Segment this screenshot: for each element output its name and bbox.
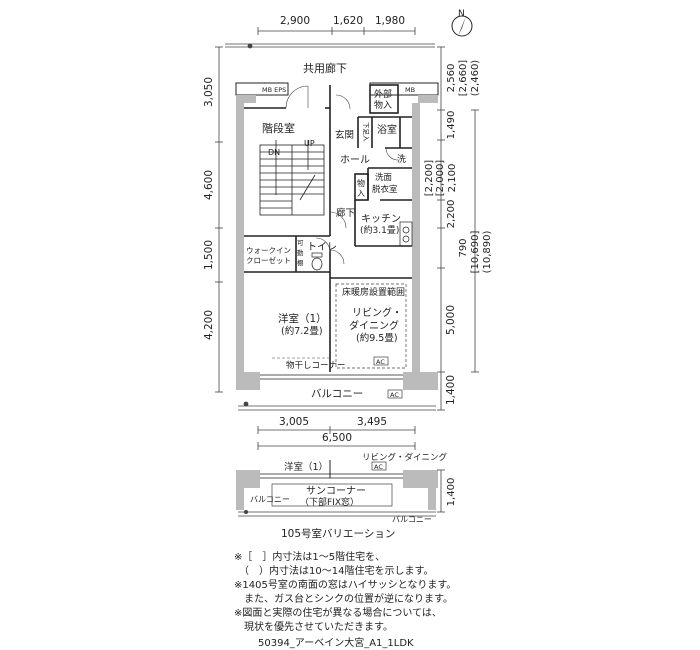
variation-ac-badge: AC (371, 461, 387, 471)
variation-living: リビング・ダイニング (362, 452, 448, 463)
top-dim-2: 1,620 (333, 15, 363, 27)
left-dim-1: 3,050 (203, 77, 215, 107)
right-dim-total-1: [10,690] (470, 231, 481, 274)
note-line-4: また、ガス台とシンクの位置が逆になります。 (234, 594, 453, 605)
right-dim-outer-3: (2,460) (470, 60, 481, 97)
common-corridor-rail (225, 43, 435, 49)
movable-shelf-label-3: 棚 (297, 258, 304, 267)
right-dim-total-2: (10,890) (482, 231, 493, 274)
variation-dim: 1,400 (446, 478, 457, 507)
kitchen-size: (約3.1畳) (360, 224, 399, 236)
note-line-3: ※1405号室の南面の窓はハイサッシとなります。 (234, 580, 457, 591)
stairs-down-label: DN (268, 148, 280, 157)
outdoor-storage-label-2: 物入 (374, 99, 392, 111)
drying-corner-label: 物干しコーナー (286, 360, 346, 371)
svg-text:AC: AC (374, 463, 383, 471)
bottom-dimension-lines (257, 426, 416, 450)
mb-label: MB (405, 86, 415, 94)
right-dim-mid-5: 2,200 (446, 200, 457, 229)
floor-heating-area (335, 283, 407, 369)
north-compass-icon (451, 15, 473, 37)
note-line-2: （ ）内寸法は10～14階住宅を示します。 (234, 566, 434, 577)
kitchen-label: キッチン (361, 213, 401, 225)
right-dim-outer-2: [2,660] (458, 60, 469, 97)
bath-label: 浴室 (377, 123, 397, 136)
stove-icon (399, 221, 413, 247)
toilet-icon (311, 252, 323, 271)
washroom-label-2: 脱衣室 (372, 184, 398, 195)
shoe-storage-label: 下足入 (362, 122, 370, 142)
floor-heating-label: 床暖房設置範囲 (342, 286, 405, 298)
balcony-ac-badge: AC (387, 389, 403, 399)
closet-label-1: 物 (357, 178, 365, 188)
bottom-dim-1: 3,005 (279, 416, 309, 428)
right-dim-mid-3: [2,000] (435, 160, 446, 197)
common-corridor-label: 共用廊下 (303, 61, 347, 75)
variation-caption: 105号室バリエーション (281, 527, 395, 540)
right-dim-lower-1: 5,000 (445, 305, 457, 335)
inner-partitions (244, 84, 412, 372)
right-dim-mid-2: [2,200] (424, 160, 435, 197)
variation-balcony-left: バルコニー (250, 495, 290, 504)
compass-label: N (458, 9, 465, 19)
balcony-label: バルコニー (311, 388, 363, 400)
mb-eps-label: MB EPS (262, 86, 286, 94)
stairs-drawing (259, 140, 325, 216)
top-dim-3: 1,980 (375, 15, 405, 27)
variation-balcony-right: バルコニー (392, 515, 432, 524)
outdoor-storage-label-1: 外部 (374, 88, 392, 100)
stairs-label: 階段室 (262, 121, 295, 135)
bottom-windows (260, 374, 403, 380)
living-label-2: ダイニング (349, 319, 399, 332)
toilet-label: トイレ (307, 242, 337, 253)
living-label-1: リビング・ (352, 306, 402, 319)
svg-text:AC: AC (376, 358, 385, 366)
right-dimension-lines (437, 46, 479, 411)
corridor-label: 廊下 (336, 207, 355, 219)
footer-code: 50394_アーベイン大宮_A1_1LDK (258, 638, 414, 649)
movable-shelf-label-2: 動 (297, 248, 304, 257)
left-dim-4: 4,200 (203, 310, 215, 340)
western-room-size: (約7.2畳) (281, 325, 323, 337)
right-dim-lower-2: 1,400 (445, 375, 457, 405)
stairs-up-label: UP (304, 139, 315, 148)
svg-text:AC: AC (390, 391, 399, 399)
variation-sun-corner: サンコーナー (306, 485, 366, 497)
hall-label: ホール (340, 154, 370, 166)
western-room-label: 洋室（1） (278, 312, 327, 325)
movable-shelf-label-1: 可 (297, 239, 304, 247)
door-swings (285, 85, 399, 265)
wash-label: 洗 (397, 153, 406, 165)
balcony-rail (238, 401, 436, 411)
washroom-label-1: 洗面 (375, 172, 393, 183)
note-line-6: 現状を優先させていただきます。 (234, 622, 393, 633)
variation-fix-window: （下部FIX窓） (300, 496, 359, 508)
walk-in-label-1: ウォークイン (246, 246, 291, 255)
note-line-5: ※図面と実際の住宅が異なる場合については、 (234, 608, 442, 619)
unit-walls (235, 82, 439, 390)
closet-label-2: 入 (357, 189, 365, 198)
living-size: (約9.5畳) (356, 332, 398, 344)
left-dim-3: 1,500 (203, 240, 215, 270)
bottom-dim-2: 3,495 (357, 416, 387, 428)
walk-in-label-2: クローゼット (246, 255, 291, 265)
left-dim-2: 4,600 (203, 170, 215, 200)
right-dim-mid-4: 2,100 (447, 164, 458, 193)
bottom-dim-total: 6,500 (322, 432, 352, 444)
right-dim-mid-6: 790 (458, 238, 469, 257)
ac-badge: AC (373, 356, 389, 366)
note-line-1: ※［ ］内寸法は1～5階住宅を、 (234, 552, 386, 563)
right-dim-mid-1: 1,490 (446, 111, 457, 140)
top-dimension-line (257, 27, 416, 35)
left-dimension-line (215, 46, 223, 393)
top-dim-1: 2,900 (280, 15, 310, 27)
variation-western-room: 洋室（1） (284, 461, 328, 473)
right-dim-outer-1: 2,560 (446, 64, 457, 93)
entrance-label: 玄関 (335, 129, 354, 141)
variation-drawing (236, 460, 445, 517)
